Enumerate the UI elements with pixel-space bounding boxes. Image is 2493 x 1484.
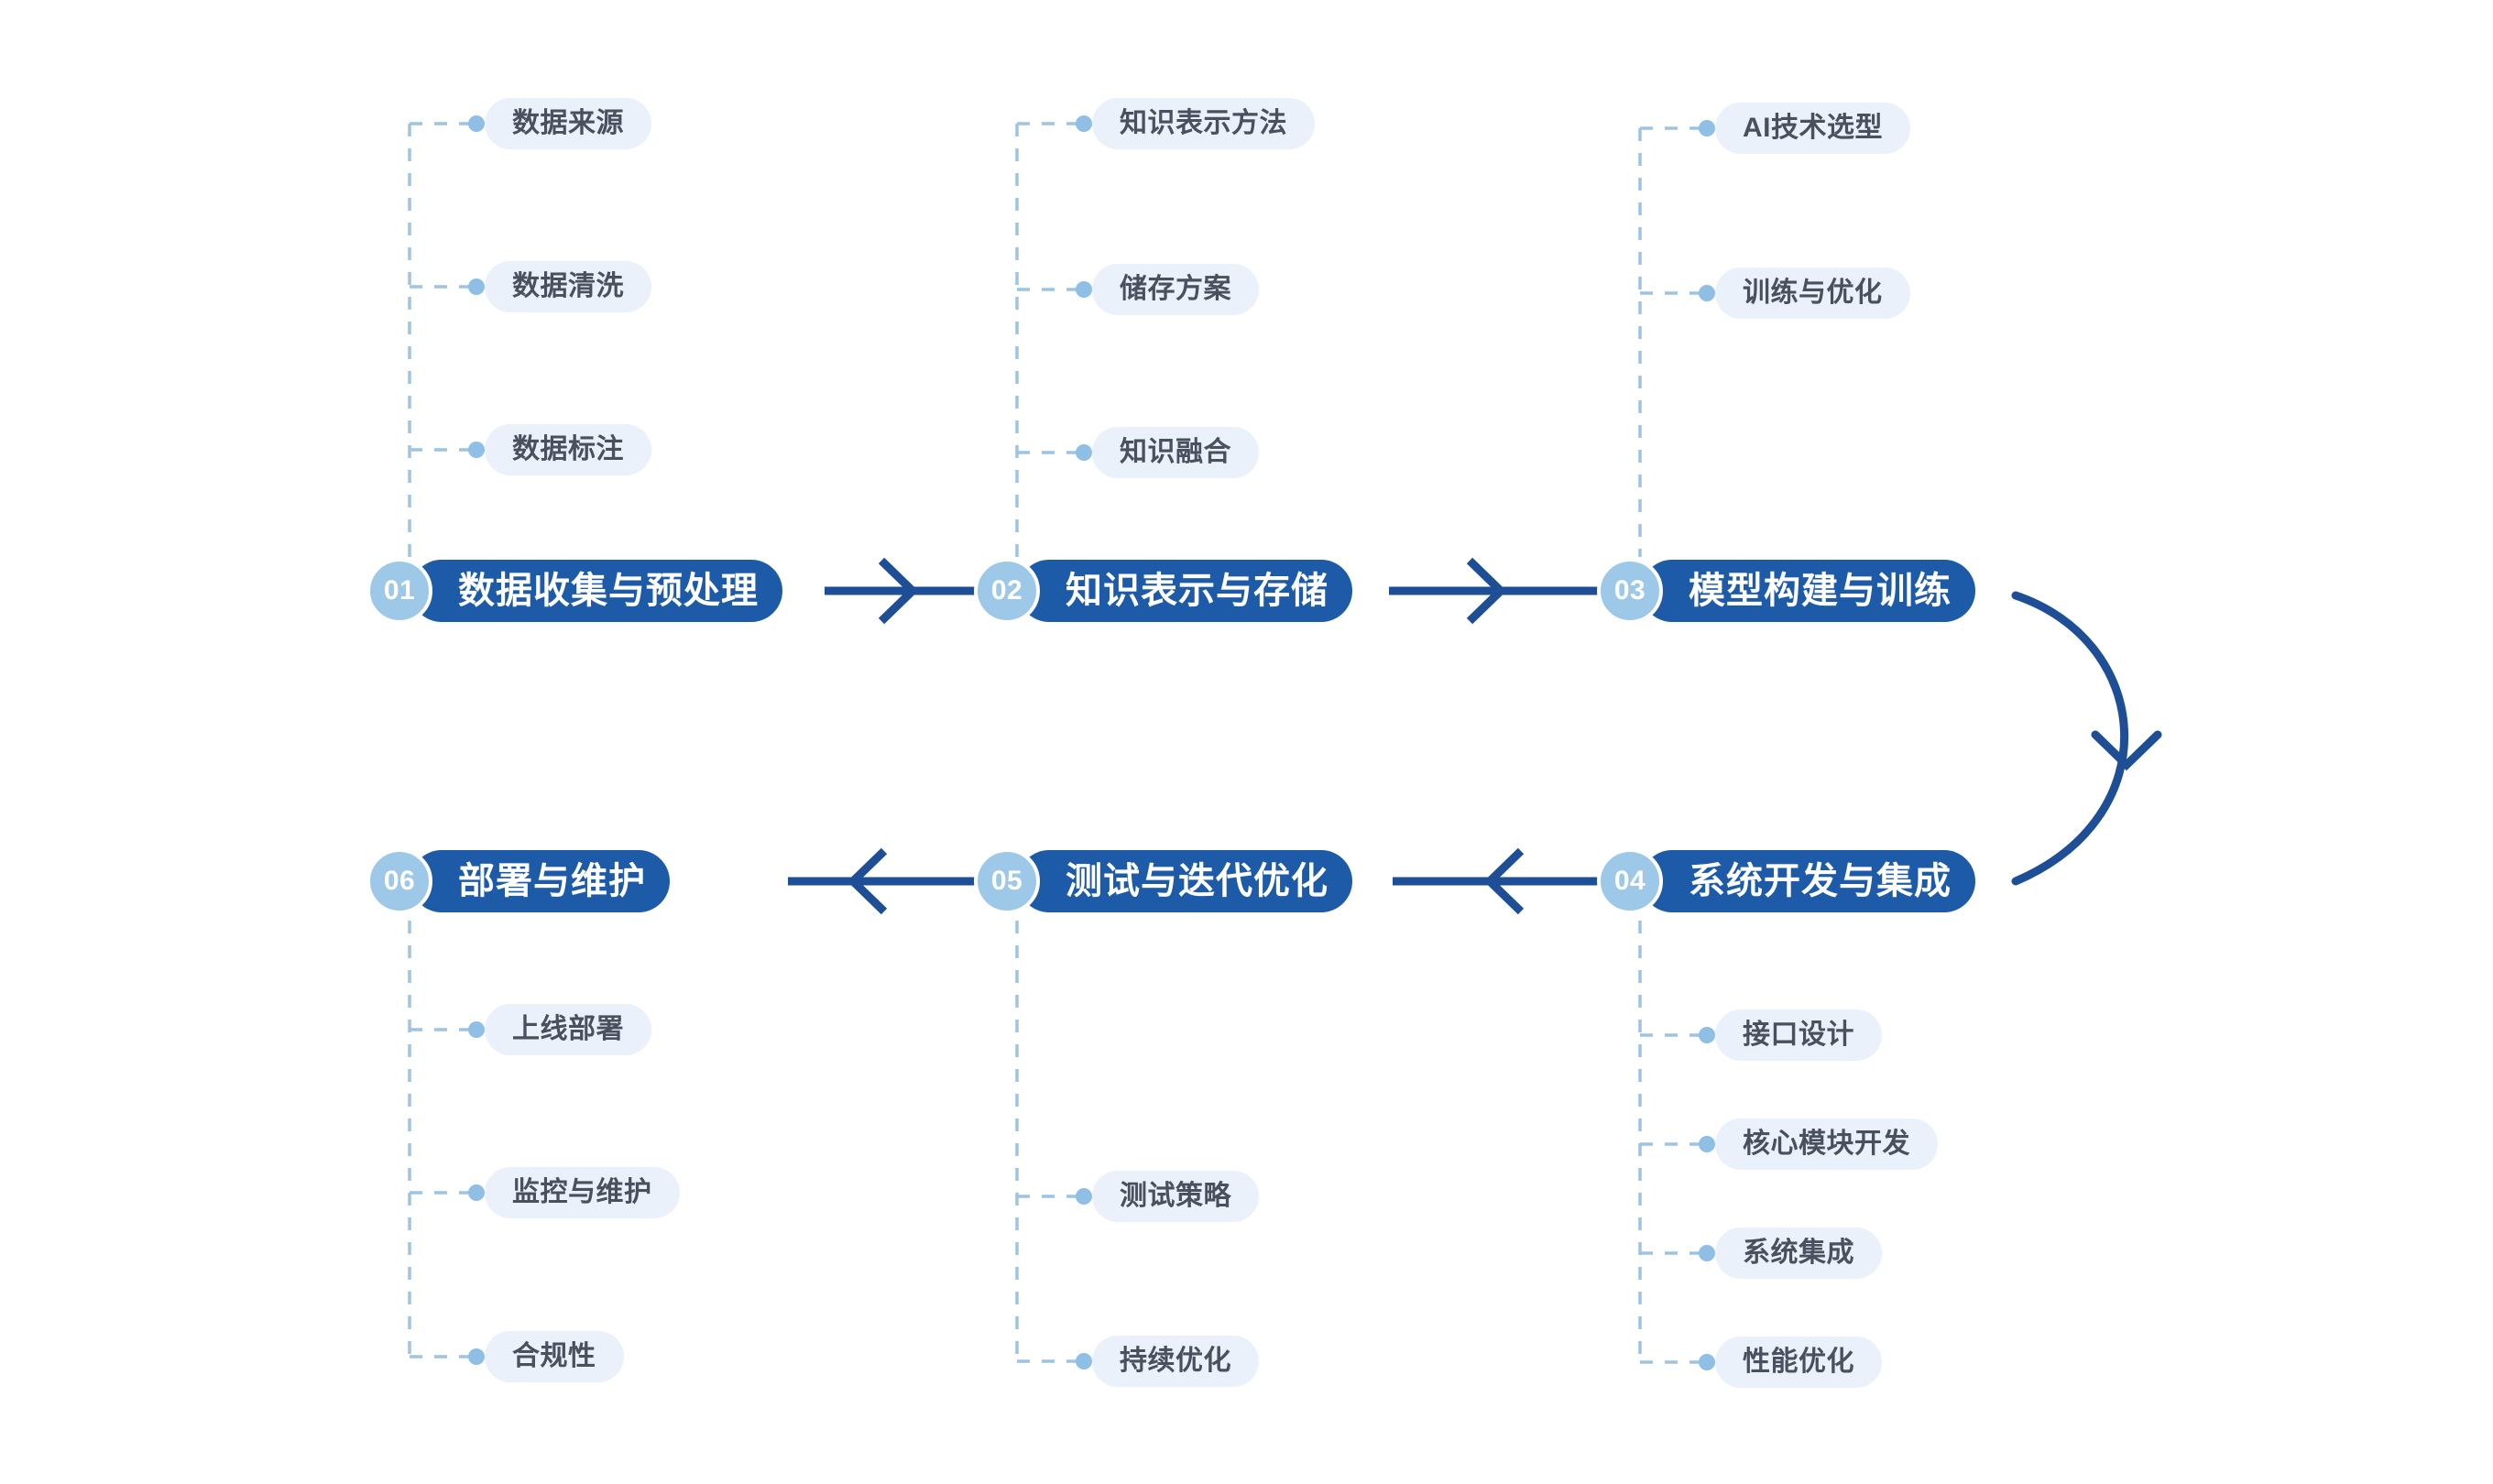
sub-node-core-module-development[interactable]: 核心模块开发 — [1715, 1118, 1938, 1170]
stage-bar: 系统开发与集成 — [1641, 850, 1975, 912]
sub-node-label: 核心模块开发 — [1743, 1129, 1910, 1159]
stage-number-badge: 06 — [366, 848, 432, 914]
sub-node-compliance[interactable]: 合规性 — [485, 1331, 624, 1382]
stage-title: 数据收集与预处理 — [458, 571, 759, 611]
sub-node-dot — [1076, 281, 1092, 298]
sub-node-label: 性能优化 — [1743, 1347, 1854, 1377]
sub-node-label: 系统集成 — [1743, 1238, 1854, 1268]
sub-node-dot — [1699, 1354, 1715, 1370]
stage-bar: 知识表示与存储 — [1018, 560, 1352, 622]
sub-node-dot — [468, 1021, 485, 1038]
stage-title: 模型构建与训练 — [1689, 571, 1952, 611]
sub-node-dot — [1076, 1188, 1092, 1205]
branch-lines-stage-02 — [1015, 122, 1084, 557]
branch-lines-stage-01 — [408, 122, 476, 557]
stage-bar: 测试与迭代优化 — [1018, 850, 1352, 912]
flow-arrow-05-to-06 — [788, 847, 985, 915]
sub-node-label: 持续优化 — [1120, 1346, 1231, 1376]
sub-node-label: 知识表示方法 — [1120, 108, 1287, 138]
sub-node-dot — [1699, 1027, 1715, 1043]
sub-node-storage-plan[interactable]: 储存方案 — [1092, 264, 1259, 315]
stage-number: 04 — [1613, 866, 1646, 896]
branch-lines-stage-05 — [1015, 921, 1084, 1363]
stage-title: 测试与迭代优化 — [1066, 861, 1329, 901]
stage-title: 系统开发与集成 — [1689, 861, 1952, 901]
sub-node-dot — [468, 442, 485, 458]
sub-node-label: AI技术选型 — [1743, 113, 1883, 143]
sub-node-label: 测试策略 — [1120, 1181, 1231, 1211]
flow-arrow-01-to-02 — [825, 557, 985, 625]
sub-node-training-optimization[interactable]: 训练与优化 — [1715, 267, 1910, 319]
sub-node-dot — [468, 1348, 485, 1365]
sub-node-knowledge-fusion[interactable]: 知识融合 — [1092, 427, 1259, 478]
sub-node-dot — [1699, 1136, 1715, 1152]
sub-node-test-strategy[interactable]: 测试策略 — [1092, 1171, 1259, 1222]
sub-node-label: 数据来源 — [512, 108, 624, 138]
branch-lines-stage-03 — [1638, 126, 1707, 557]
stage-number: 06 — [383, 866, 416, 896]
sub-node-dot — [468, 115, 485, 132]
sub-node-dot — [1076, 115, 1092, 132]
flow-arrow-03-to-04-curved — [2011, 591, 2162, 886]
sub-node-label: 知识融合 — [1120, 437, 1231, 467]
sub-node-label: 上线部署 — [512, 1014, 624, 1044]
stage-number: 05 — [990, 866, 1023, 896]
sub-node-label: 合规性 — [512, 1341, 596, 1371]
branch-lines-stage-04 — [1638, 921, 1707, 1365]
stage-bar: 模型构建与训练 — [1641, 560, 1975, 622]
sub-node-dot — [468, 278, 485, 295]
sub-node-label: 数据标注 — [512, 434, 624, 464]
sub-node-dot — [468, 1184, 485, 1201]
sub-node-label: 数据清洗 — [512, 271, 624, 301]
stage-title: 部署与维护 — [458, 861, 646, 901]
sub-node-dot — [1699, 120, 1715, 136]
stage-bar: 部署与维护 — [410, 850, 670, 912]
flow-arrow-04-to-05 — [1393, 847, 1603, 915]
stage-number-badge: 01 — [366, 558, 432, 624]
sub-node-knowledge-representation[interactable]: 知识表示方法 — [1092, 98, 1315, 149]
stage-number-badge: 02 — [974, 558, 1040, 624]
sub-node-dot — [1076, 444, 1092, 461]
sub-node-data-cleaning[interactable]: 数据清洗 — [485, 261, 651, 312]
sub-node-ai-tech-selection[interactable]: AI技术选型 — [1715, 103, 1910, 154]
sub-node-dot — [1699, 285, 1715, 301]
branch-lines-stage-06 — [408, 921, 476, 1365]
sub-node-label: 储存方案 — [1120, 274, 1231, 304]
sub-node-system-integration[interactable]: 系统集成 — [1715, 1228, 1882, 1279]
stage-number-badge: 03 — [1597, 558, 1663, 624]
stage-number: 02 — [990, 575, 1023, 606]
sub-node-performance-optimization[interactable]: 性能优化 — [1715, 1337, 1882, 1388]
sub-node-data-labeling[interactable]: 数据标注 — [485, 424, 651, 475]
stage-number: 01 — [383, 575, 416, 606]
sub-node-go-live-deployment[interactable]: 上线部署 — [485, 1004, 651, 1055]
stage-title: 知识表示与存储 — [1066, 571, 1329, 611]
sub-node-label: 训练与优化 — [1743, 278, 1883, 308]
sub-node-dot — [1699, 1245, 1715, 1261]
stage-bar: 数据收集与预处理 — [410, 560, 782, 622]
stage-number: 03 — [1613, 575, 1646, 606]
sub-node-label: 接口设计 — [1743, 1020, 1854, 1050]
flow-arrow-02-to-03 — [1389, 557, 1603, 625]
sub-node-data-source[interactable]: 数据来源 — [485, 98, 651, 149]
sub-node-monitoring-maintenance[interactable]: 监控与维护 — [485, 1167, 680, 1218]
sub-node-continuous-optimization[interactable]: 持续优化 — [1092, 1336, 1259, 1387]
stage-number-badge: 05 — [974, 848, 1040, 914]
sub-node-label: 监控与维护 — [512, 1177, 652, 1207]
sub-node-interface-design[interactable]: 接口设计 — [1715, 1009, 1882, 1061]
stage-number-badge: 04 — [1597, 848, 1663, 914]
sub-node-dot — [1076, 1353, 1092, 1369]
